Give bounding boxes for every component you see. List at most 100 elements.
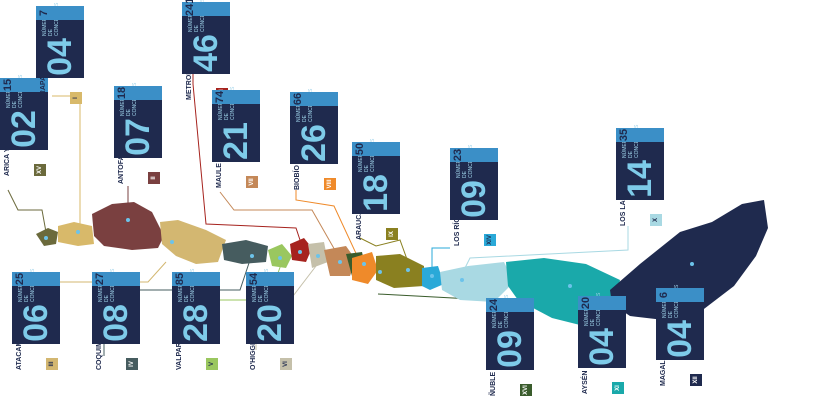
region-xii-shape xyxy=(610,200,768,320)
region-card-iii[interactable]: ATACAMA III 06 NÚMERO DE CONCEJALES 25 xyxy=(12,269,60,372)
districts-count: 02 xyxy=(5,110,43,148)
region-roman-numeral: III xyxy=(46,358,58,370)
communes-count: 241 xyxy=(184,0,196,16)
districts-box: 09 NÚMERO DE CONCEJALES xyxy=(450,145,498,220)
communes-count: 27 xyxy=(94,272,106,286)
communes-box: 85 xyxy=(172,272,220,286)
region-roman-numeral: V xyxy=(206,358,218,370)
districts-sublabel: NÚMERO DE CONCEJALES xyxy=(98,269,116,302)
districts-box: 04 NÚMERO DE CONCEJALES xyxy=(656,285,704,360)
communes-count: 25 xyxy=(14,272,26,286)
region-card-vi[interactable]: O'HIGGINS VI 20 NÚMERO DE CONCEJALES 54 xyxy=(246,269,294,372)
districts-box: 20 NÚMERO DE CONCEJALES xyxy=(246,269,294,344)
region-x-shape xyxy=(440,262,514,302)
region-card-xiv[interactable]: LOS RÍOS XIV 09 NÚMERO DE CONCEJALES 23 xyxy=(450,145,498,248)
districts-sublabel: NÚMERO DE CONCEJALES xyxy=(120,83,138,116)
region-name-box: O'HIGGINS VI xyxy=(246,333,294,372)
districts-count: 46 xyxy=(187,34,225,72)
communes-box: 74 xyxy=(212,90,260,104)
communes-count: 35 xyxy=(618,128,630,142)
districts-count: 06 xyxy=(17,304,55,342)
communes-count: 7 xyxy=(38,9,50,17)
communes-box: 18 xyxy=(114,86,162,100)
region-name: BIOBÍO xyxy=(294,165,301,190)
districts-count: 08 xyxy=(97,304,135,342)
region-name-box: LOS LAGOS X xyxy=(616,185,664,228)
communes-count: 74 xyxy=(214,90,226,104)
region-viii-shape xyxy=(352,252,378,284)
communes-count: 54 xyxy=(248,272,260,286)
districts-count: 09 xyxy=(491,330,529,368)
region-i-shape xyxy=(58,222,94,246)
districts-box: 07 NÚMERO DE CONCEJALES xyxy=(114,83,162,158)
region-card-ix[interactable]: ARAUCANÍA IX 18 NÚMERO DE CONCEJALES 50 xyxy=(352,139,400,242)
region-name-box: ÑUBLE XVI xyxy=(486,370,534,398)
region-roman-numeral: XVI xyxy=(520,384,532,396)
region-name-box: AYSÉN XI xyxy=(578,368,626,396)
communes-count: 15 xyxy=(2,78,14,92)
districts-box: 04 NÚMERO DE CONCEJALES xyxy=(578,293,626,368)
communes-count: 6 xyxy=(658,291,670,299)
districts-count: 26 xyxy=(295,124,333,162)
communes-count: 66 xyxy=(292,92,304,106)
region-card-viii[interactable]: BIOBÍO VIII 26 NÚMERO DE CONCEJALES 66 xyxy=(290,89,338,192)
communes-box: 50 xyxy=(352,142,400,156)
districts-count: 09 xyxy=(455,180,493,218)
region-name-box: ANTOFAGASTA II xyxy=(114,131,162,186)
region-card-rm[interactable]: METROPOLITANA RM 46 NÚMERO DE CONCEJALES… xyxy=(182,0,230,102)
region-ii-shape xyxy=(92,202,164,250)
districts-box: 14 NÚMERO DE CONCEJALES xyxy=(616,125,664,200)
districts-box: 08 NÚMERO DE CONCEJALES xyxy=(92,269,140,344)
region-name: MAULE xyxy=(216,163,223,188)
region-roman-numeral: XII xyxy=(690,374,702,386)
communes-box: 35 xyxy=(616,128,664,142)
region-card-xi[interactable]: AYSÉN XI 04 NÚMERO DE CONCEJALES 20 xyxy=(578,293,626,396)
region-name-box: ATACAMA III xyxy=(12,336,60,372)
communes-count: 23 xyxy=(452,148,464,162)
communes-box: 24 xyxy=(486,298,534,312)
districts-box: 04 NÚMERO DE CONCEJALES xyxy=(36,3,84,78)
districts-box: 21 NÚMERO DE CONCEJALES xyxy=(212,87,260,162)
region-card-xii[interactable]: MAGALLANES XII 04 NÚMERO DE CONCEJALES 6 xyxy=(656,285,704,388)
communes-box: 7 xyxy=(36,6,84,20)
region-name: ÑUBLE xyxy=(490,371,497,396)
region-ix-shape xyxy=(376,254,424,288)
districts-sublabel: NÚMERO DE CONCEJALES xyxy=(252,269,270,302)
districts-box: 06 NÚMERO DE CONCEJALES xyxy=(12,269,60,344)
region-shapes xyxy=(36,200,768,326)
region-xiv-shape xyxy=(422,266,444,290)
districts-sublabel: NÚMERO DE CONCEJALES xyxy=(492,295,510,328)
region-name-box: MAULE VII xyxy=(212,162,260,190)
region-roman-numeral: XI xyxy=(612,382,624,394)
communes-count: 85 xyxy=(174,272,186,286)
communes-box: 27 xyxy=(92,272,140,286)
region-roman-numeral: I xyxy=(70,92,82,104)
districts-box: 18 NÚMERO DE CONCEJALES xyxy=(352,139,400,214)
region-card-i[interactable]: TARAPACÁ I 04 NÚMERO DE CONCEJALES 7 xyxy=(36,3,84,106)
districts-count: 18 xyxy=(357,174,395,212)
region-card-v[interactable]: VALPARAÍSO V 28 NÚMERO DE CONCEJALES 85 xyxy=(172,269,220,372)
districts-box: 26 NÚMERO DE CONCEJALES xyxy=(290,89,338,164)
districts-count: 04 xyxy=(661,320,699,358)
region-name-box: BIOBÍO VIII xyxy=(290,164,338,192)
communes-box: 23 xyxy=(450,148,498,162)
districts-sublabel: NÚMERO DE CONCEJALES xyxy=(296,89,314,122)
communes-box: 54 xyxy=(246,272,294,286)
region-roman-numeral: X xyxy=(650,214,662,226)
region-name: AYSÉN xyxy=(582,370,589,394)
communes-count: 50 xyxy=(354,142,366,156)
region-rm-shape xyxy=(290,238,312,262)
region-card-xvi[interactable]: ÑUBLE XVI 09 NÚMERO DE CONCEJALES 24 xyxy=(486,295,534,398)
region-card-x[interactable]: LOS LAGOS X 14 NÚMERO DE CONCEJALES 35 xyxy=(616,125,664,228)
region-card-vii[interactable]: MAULE VII 21 NÚMERO DE CONCEJALES 74 xyxy=(212,87,260,190)
region-card-iv[interactable]: COQUIMBO IV 08 NÚMERO DE CONCEJALES 27 xyxy=(92,269,140,372)
communes-box: 20 xyxy=(578,296,626,310)
districts-box: 46 NÚMERO DE CONCEJALES xyxy=(182,0,230,74)
region-roman-numeral: VIII xyxy=(324,178,336,190)
districts-box: 09 NÚMERO DE CONCEJALES xyxy=(486,295,534,370)
region-card-ii[interactable]: ANTOFAGASTA II 07 NÚMERO DE CONCEJALES 1… xyxy=(114,83,162,186)
districts-sublabel: NÚMERO DE CONCEJALES xyxy=(188,0,206,32)
districts-sublabel: NÚMERO DE CONCEJALES xyxy=(622,125,640,158)
region-roman-numeral: XV xyxy=(34,164,46,176)
